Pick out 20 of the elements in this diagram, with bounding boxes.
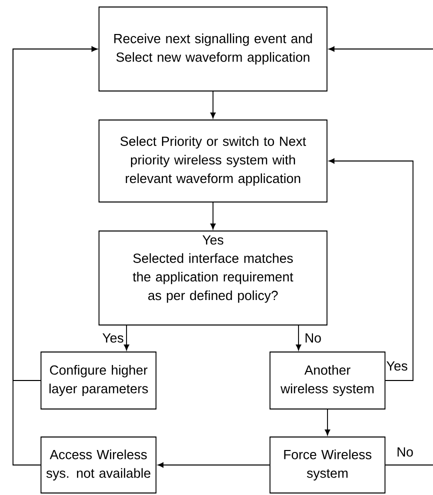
arrow [210,202,216,230]
edge-label: Yes [386,361,408,371]
arrow [210,91,216,118]
arrow [12,46,98,466]
arrow [124,325,130,350]
arrow [324,409,330,436]
arrow [328,158,414,381]
process-box: Another wireless system [270,352,386,410]
edge-label: No [398,447,413,457]
process-box: Access Wireless sys. not available [40,436,156,494]
arrow [328,46,433,52]
edge-label: No [306,333,321,343]
arrow [296,325,302,350]
edge-label: Yes [102,333,124,343]
process-box: Receive next signalling event and Select new waveform application [98,6,328,92]
process-box: Force Wireless system [270,436,386,494]
process-box: Select Priority or switch to Next priority wireless system with relevant waveform application [98,120,328,202]
arrow [158,462,270,468]
process-box: Configure higher layer parameters [40,352,156,410]
label: Yes [202,235,224,245]
